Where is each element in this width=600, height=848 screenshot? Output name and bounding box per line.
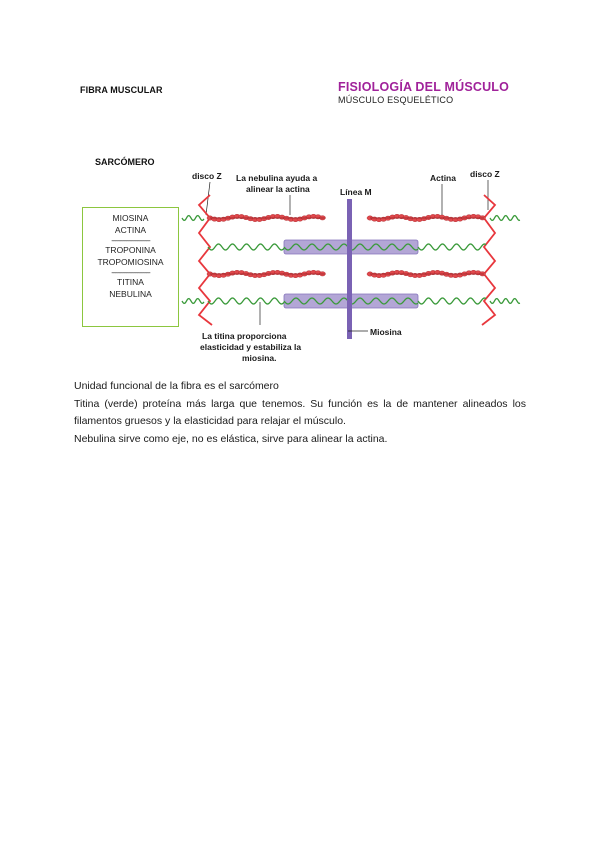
paragraph-1: Unidad funcional de la fibra es el sarcó… bbox=[74, 378, 526, 396]
legend-tropomiosina: TROPOMIOSINA bbox=[83, 256, 178, 268]
label-titina-1: La titina proporciona bbox=[202, 331, 287, 341]
label-titina-2: elasticidad y estabiliza la bbox=[200, 342, 301, 352]
legend-nebulina: NEBULINA bbox=[83, 288, 178, 300]
sarcomere-diagram: disco Z La nebulina ayuda a alinear la a… bbox=[180, 165, 525, 375]
section-title: SARCÓMERO bbox=[95, 157, 155, 167]
label-actina: Actina bbox=[430, 173, 456, 183]
label-disco-z-right: disco Z bbox=[470, 169, 500, 179]
legend-box: MIOSINA ACTINA --------------------- TRO… bbox=[82, 207, 179, 327]
label-disco-z-left: disco Z bbox=[192, 171, 222, 181]
legend-titina: TITINA bbox=[83, 276, 178, 288]
titin-tail-right-2 bbox=[490, 299, 520, 304]
paragraph-3: Nebulina sirve como eje, no es elástica,… bbox=[74, 431, 526, 449]
header-right: FISIOLOGÍA DEL MÚSCULO MÚSCULO ESQUELÉTI… bbox=[338, 80, 509, 105]
body-text: Unidad funcional de la fibra es el sarcó… bbox=[74, 378, 526, 448]
legend-troponina: TROPONINA bbox=[83, 244, 178, 256]
titin-tail-right-1 bbox=[490, 216, 520, 221]
page-title: FISIOLOGÍA DEL MÚSCULO bbox=[338, 80, 509, 94]
label-nebulina-1: La nebulina ayuda a bbox=[236, 173, 318, 183]
filaments-group bbox=[182, 195, 520, 339]
titin-left-row4 bbox=[208, 298, 284, 304]
legend-separator-2: --------------------- bbox=[83, 268, 178, 276]
label-nebulina-2: alinear la actina bbox=[246, 184, 310, 194]
legend-actina: ACTINA bbox=[83, 224, 178, 236]
header-left-title: FIBRA MUSCULAR bbox=[80, 85, 163, 95]
titin-left-row2 bbox=[208, 244, 284, 250]
label-linea-m: Línea M bbox=[340, 187, 372, 197]
legend-separator: --------------------- bbox=[83, 236, 178, 244]
titin-right-row2 bbox=[418, 244, 486, 250]
z-disc-left bbox=[199, 195, 212, 325]
paragraph-2: Titina (verde) proteína más larga que te… bbox=[74, 396, 526, 431]
titin-tail-left-1 bbox=[182, 216, 204, 221]
legend-miosina: MIOSINA bbox=[83, 212, 178, 224]
z-disc-right bbox=[482, 195, 495, 325]
titin-tail-left-2 bbox=[182, 299, 204, 304]
titin-right-row4 bbox=[418, 298, 486, 304]
m-line bbox=[347, 199, 352, 339]
label-miosina: Miosina bbox=[370, 327, 402, 337]
label-titina-3: miosina. bbox=[242, 353, 276, 363]
page-subtitle: MÚSCULO ESQUELÉTICO bbox=[338, 95, 509, 105]
